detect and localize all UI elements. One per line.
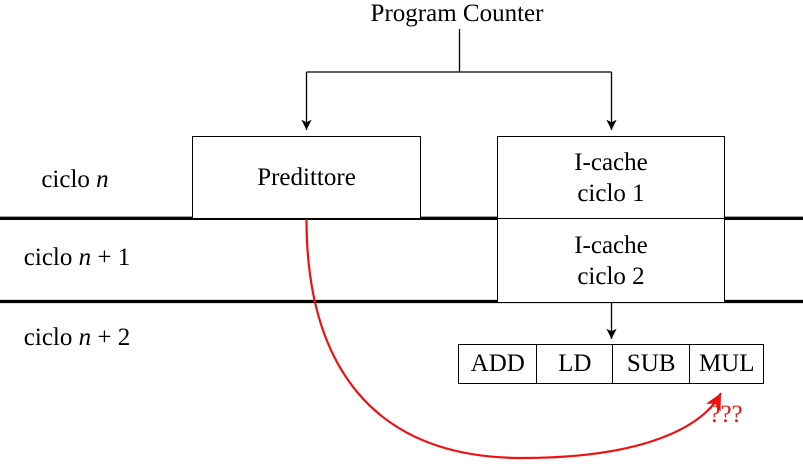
row-label-ciclo-n-plus-2: ciclo n + 2 — [24, 325, 130, 351]
row-label-ciclo-n: ciclo n — [41, 167, 108, 193]
icache-cycle1-line2: ciclo 1 — [577, 179, 645, 207]
icache-cycle2-line1: I-cache — [574, 231, 648, 259]
row-label-variable: n — [78, 324, 92, 351]
icache-cycle2-box: I-cache ciclo 2 — [497, 218, 725, 303]
row-label-text: + 1 — [91, 244, 131, 271]
row-label-text: ciclo — [41, 166, 97, 193]
row-label-text: ciclo — [23, 324, 79, 351]
instruction-cell-sub: SUB — [611, 345, 689, 383]
instruction-buffer-row: ADD LD SUB MUL — [458, 344, 764, 384]
icache-cycle2-line2: ciclo 2 — [577, 262, 645, 290]
instruction-cell-add: ADD — [470, 350, 525, 377]
icache-cycle1-box: I-cache ciclo 1 — [497, 136, 725, 219]
instruction-cell-mul: MUL — [689, 345, 763, 383]
instruction-cell-ld: LD — [536, 345, 612, 383]
predictor-box: Predittore — [192, 136, 421, 219]
mispredict-feedback-arrow — [305, 218, 722, 460]
icache-cycle1-line1: I-cache — [574, 148, 648, 176]
row-label-ciclo-n-plus-1: ciclo n + 1 — [24, 245, 130, 271]
program-counter-label: Program Counter — [370, 0, 544, 27]
row-label-variable: n — [96, 166, 109, 193]
mispredict-question-label: ??? — [709, 401, 743, 428]
predictor-box-label: Predittore — [257, 164, 356, 191]
row-label-text: + 2 — [91, 324, 131, 351]
row-label-variable: n — [78, 244, 92, 271]
row-label-text: ciclo — [23, 244, 79, 271]
